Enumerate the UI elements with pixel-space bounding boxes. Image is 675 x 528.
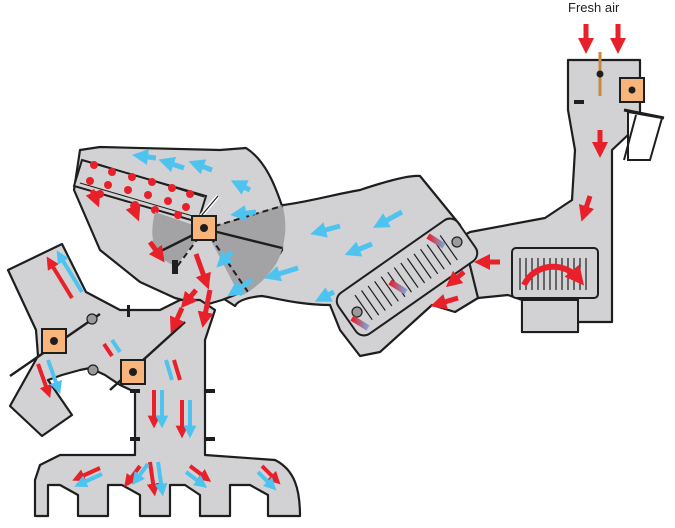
blower — [511, 247, 599, 333]
heater-core-dots — [86, 161, 194, 219]
footwell-flap — [9, 313, 101, 377]
heater-core — [72, 158, 208, 224]
lower-distribution-duct — [6, 242, 302, 518]
center-vent-flap — [109, 321, 186, 391]
duct-seams — [127, 100, 584, 441]
warm-air-arrows — [85, 24, 627, 334]
blower-flow-arrow — [521, 263, 585, 287]
fresh-air-label: Fresh air — [568, 0, 620, 15]
cold-air-arrows — [132, 149, 404, 302]
cooling-arrows — [350, 233, 446, 331]
outlet-airflow-arrows — [36, 250, 281, 497]
small-pivot-points — [86, 313, 99, 376]
fresh-air-flap — [596, 52, 665, 161]
